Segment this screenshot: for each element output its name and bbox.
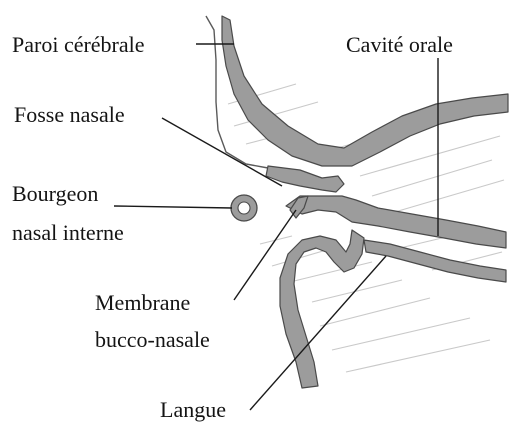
label-bourgeon-line2: nasal interne [12, 220, 124, 246]
nasal-pit-wall [266, 166, 344, 192]
leader-bourgeon [114, 206, 232, 208]
label-fosse-nasale: Fosse nasale [14, 102, 125, 128]
label-paroi-cerebrale: Paroi cérébrale [12, 32, 145, 58]
label-cavite-orale: Cavité orale [346, 32, 453, 58]
lower-jaw [364, 240, 506, 282]
leader-langue [250, 256, 386, 410]
label-membrane-line1: Membrane [95, 290, 190, 316]
tongue [280, 230, 364, 388]
label-bourgeon-line1: Bourgeon [12, 181, 98, 207]
label-langue: Langue [160, 397, 226, 423]
label-membrane-line2: bucco-nasale [95, 327, 210, 353]
bourgeon-nasal-interne [231, 195, 257, 221]
